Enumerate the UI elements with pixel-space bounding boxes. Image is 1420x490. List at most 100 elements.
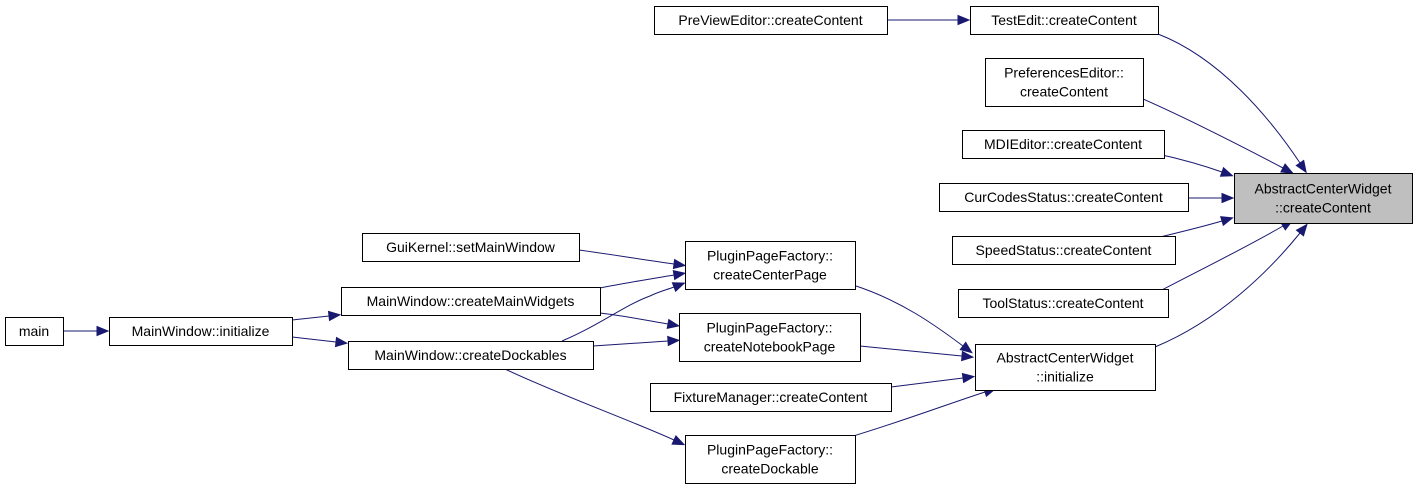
arrowhead	[961, 372, 976, 384]
node-label: createNotebookPage	[704, 339, 836, 355]
edge-mw_init-to-mw_dockables	[291, 336, 349, 348]
edge-testedit-to-acw_create	[1157, 33, 1307, 174]
node-curcodes[interactable]: CurCodesStatus::createContent	[939, 183, 1189, 212]
node-box	[970, 6, 1159, 35]
node-mw-init[interactable]: MainWindow::initialize	[109, 317, 293, 346]
node-main[interactable]: main	[5, 317, 64, 346]
node-label: PluginPageFactory::	[707, 248, 833, 264]
edge-ppf_center-to-acw_init	[852, 284, 973, 354]
node-fixture[interactable]: FixtureManager::createContent	[650, 383, 892, 412]
node-label: MainWindow::initialize	[132, 323, 270, 339]
edge-line	[599, 274, 675, 289]
arrowhead	[1295, 159, 1307, 174]
node-label: PreViewEditor::createContent	[678, 12, 862, 28]
node-label: SpeedStatus::createContent	[976, 242, 1152, 258]
node-box	[685, 435, 856, 484]
node-label: createDockable	[721, 461, 818, 477]
arrowhead	[961, 350, 975, 362]
edge-line	[1157, 153, 1223, 173]
arrowhead	[671, 282, 686, 293]
node-label: MDIEditor::createContent	[984, 136, 1142, 152]
edge-line	[599, 312, 669, 325]
node-guikernel[interactable]: GuiKernel::setMainWindow	[362, 233, 580, 262]
edge-preview-to-testedit	[887, 14, 971, 26]
edge-guikernel-to-ppf_center	[578, 249, 687, 270]
node-mw-mainwidgets[interactable]: MainWindow::createMainWidgets	[341, 287, 601, 316]
node-mdi[interactable]: MDIEditor::createContent	[962, 130, 1165, 159]
node-ppf-dockable[interactable]: PluginPageFactory::createDockable	[685, 435, 856, 484]
node-label: createCenterPage	[713, 267, 827, 283]
node-prefs[interactable]: PreferencesEditor::createContent	[985, 58, 1144, 107]
node-ppf-center[interactable]: PluginPageFactory::createCenterPage	[685, 241, 856, 290]
node-label: CurCodesStatus::createContent	[964, 189, 1163, 205]
node-box	[362, 233, 580, 262]
node-label: PluginPageFactory::	[707, 442, 833, 458]
node-box	[975, 344, 1156, 391]
edge-line	[504, 368, 675, 441]
arrowhead	[96, 325, 110, 337]
node-box	[939, 183, 1189, 212]
arrowhead	[327, 310, 342, 322]
edge-line	[890, 377, 964, 388]
edge-mw_init-to-mw_mainwidgets	[291, 310, 342, 322]
arrowhead	[334, 336, 349, 348]
node-mw-dockables[interactable]: MainWindow::createDockables	[348, 341, 594, 370]
edge-tool-to-acw_create	[1157, 219, 1294, 293]
node-box	[679, 313, 861, 362]
node-label: TestEdit::createContent	[991, 12, 1137, 28]
node-box	[985, 58, 1144, 107]
node-label: GuiKernel::setMainWindow	[386, 239, 556, 255]
node-box	[952, 236, 1176, 265]
edge-mw_dockables-to-ppf_dockable	[504, 368, 686, 446]
node-label: MainWindow::createMainWidgets	[367, 293, 575, 309]
node-acw-init[interactable]: AbstractCenterWidget::initialize	[975, 344, 1156, 391]
edge-line	[291, 315, 330, 321]
edge-prefs-to-acw_create	[1142, 98, 1294, 174]
arrowhead	[1220, 216, 1234, 227]
node-ppf-notebook[interactable]: PluginPageFactory::createNotebookPage	[679, 313, 861, 362]
edge-curcodes-to-acw_create	[1188, 192, 1235, 204]
edge-acw_init-to-acw_create	[1154, 223, 1308, 348]
edge-main-to-mw_init	[63, 325, 110, 337]
node-acw-create[interactable]: AbstractCenterWidget::createContent	[1234, 173, 1413, 224]
edge-line	[859, 345, 963, 357]
node-box	[962, 130, 1165, 159]
node-label: PluginPageFactory::	[706, 320, 832, 336]
edge-mw_dockables-to-ppf_notebook	[592, 335, 681, 347]
arrowhead	[666, 318, 681, 330]
edge-line	[1157, 225, 1284, 293]
node-box	[348, 341, 594, 370]
edge-line	[291, 336, 337, 343]
arrowhead	[672, 269, 687, 281]
edge-ppf_notebook-to-acw_init	[859, 345, 975, 362]
node-box	[1234, 173, 1413, 224]
node-label: ::initialize	[1036, 369, 1094, 385]
arrowhead	[671, 435, 686, 446]
node-box	[341, 287, 601, 316]
arrowhead	[959, 341, 973, 354]
arrowhead	[957, 14, 971, 26]
function-nodes: AbstractCenterWidget::createContent TestE…	[5, 6, 1413, 484]
arrowhead	[1221, 192, 1235, 204]
edge-speed-to-acw_create	[1159, 216, 1234, 238]
edge-line	[852, 284, 964, 347]
arrowhead	[667, 335, 681, 347]
edge-line	[1157, 33, 1301, 164]
edge-line	[592, 340, 669, 347]
node-label: main	[19, 323, 49, 339]
node-box	[654, 6, 888, 35]
node-label: AbstractCenterWidget	[1255, 181, 1392, 197]
node-box	[109, 317, 293, 346]
node-tool[interactable]: ToolStatus::createContent	[958, 289, 1169, 318]
node-testedit[interactable]: TestEdit::createContent	[970, 6, 1159, 35]
edge-mdi-to-acw_create	[1157, 153, 1234, 177]
arrowhead	[1295, 223, 1308, 237]
node-speed[interactable]: SpeedStatus::createContent	[952, 236, 1176, 265]
node-preview[interactable]: PreViewEditor::createContent	[654, 6, 888, 35]
node-label: PreferencesEditor::	[1004, 65, 1124, 81]
node-label: ::createContent	[1275, 200, 1371, 216]
node-box	[650, 383, 892, 412]
edge-mw_dockables-to-ppf_center	[561, 282, 686, 342]
node-label: ToolStatus::createContent	[982, 295, 1143, 311]
